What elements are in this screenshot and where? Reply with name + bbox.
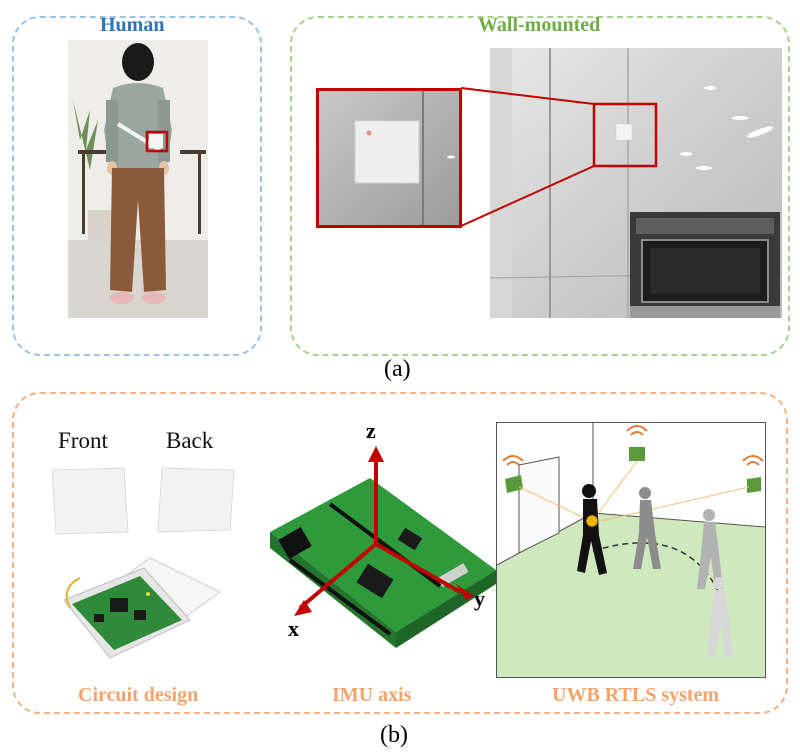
imu-board-axes xyxy=(270,446,496,648)
back-pad xyxy=(157,467,235,533)
system-panel xyxy=(12,392,788,714)
zoom-inset xyxy=(316,88,462,228)
front-back-pads xyxy=(51,467,235,535)
human-panel xyxy=(12,16,262,356)
uwb-anchor-right xyxy=(747,477,761,493)
human-sensor-highlight xyxy=(145,130,169,153)
uwb-room-illustration xyxy=(496,422,766,678)
caption-a: (a) xyxy=(384,356,411,382)
axis-z-label: z xyxy=(366,418,376,443)
uwb-anchor-center xyxy=(629,447,645,461)
axis-y-label: y xyxy=(474,586,485,611)
human-photo xyxy=(68,40,208,318)
circuit-board-photo xyxy=(63,557,221,659)
human-photo-illustration xyxy=(68,40,208,318)
imu-axis-title: IMU axis xyxy=(332,684,412,706)
wall-photo xyxy=(490,48,782,318)
circuit-design-title: Circuit design xyxy=(78,684,199,706)
wall-photo-illustration xyxy=(490,48,782,318)
axis-x-label: x xyxy=(288,616,299,641)
human-panel-title: Human xyxy=(100,14,165,36)
caption-b: (b) xyxy=(380,722,408,748)
zoom-inset-illustration xyxy=(319,91,459,225)
front-pad xyxy=(51,467,129,535)
front-label: Front xyxy=(58,428,108,453)
wall-panel xyxy=(290,16,790,356)
uwb-anchor-left xyxy=(505,475,523,493)
uwb-rtls-title: UWB RTLS system xyxy=(552,684,720,706)
wall-device-highlight xyxy=(592,102,658,168)
back-label: Back xyxy=(166,428,214,453)
wall-panel-title: Wall-mounted xyxy=(478,14,601,36)
